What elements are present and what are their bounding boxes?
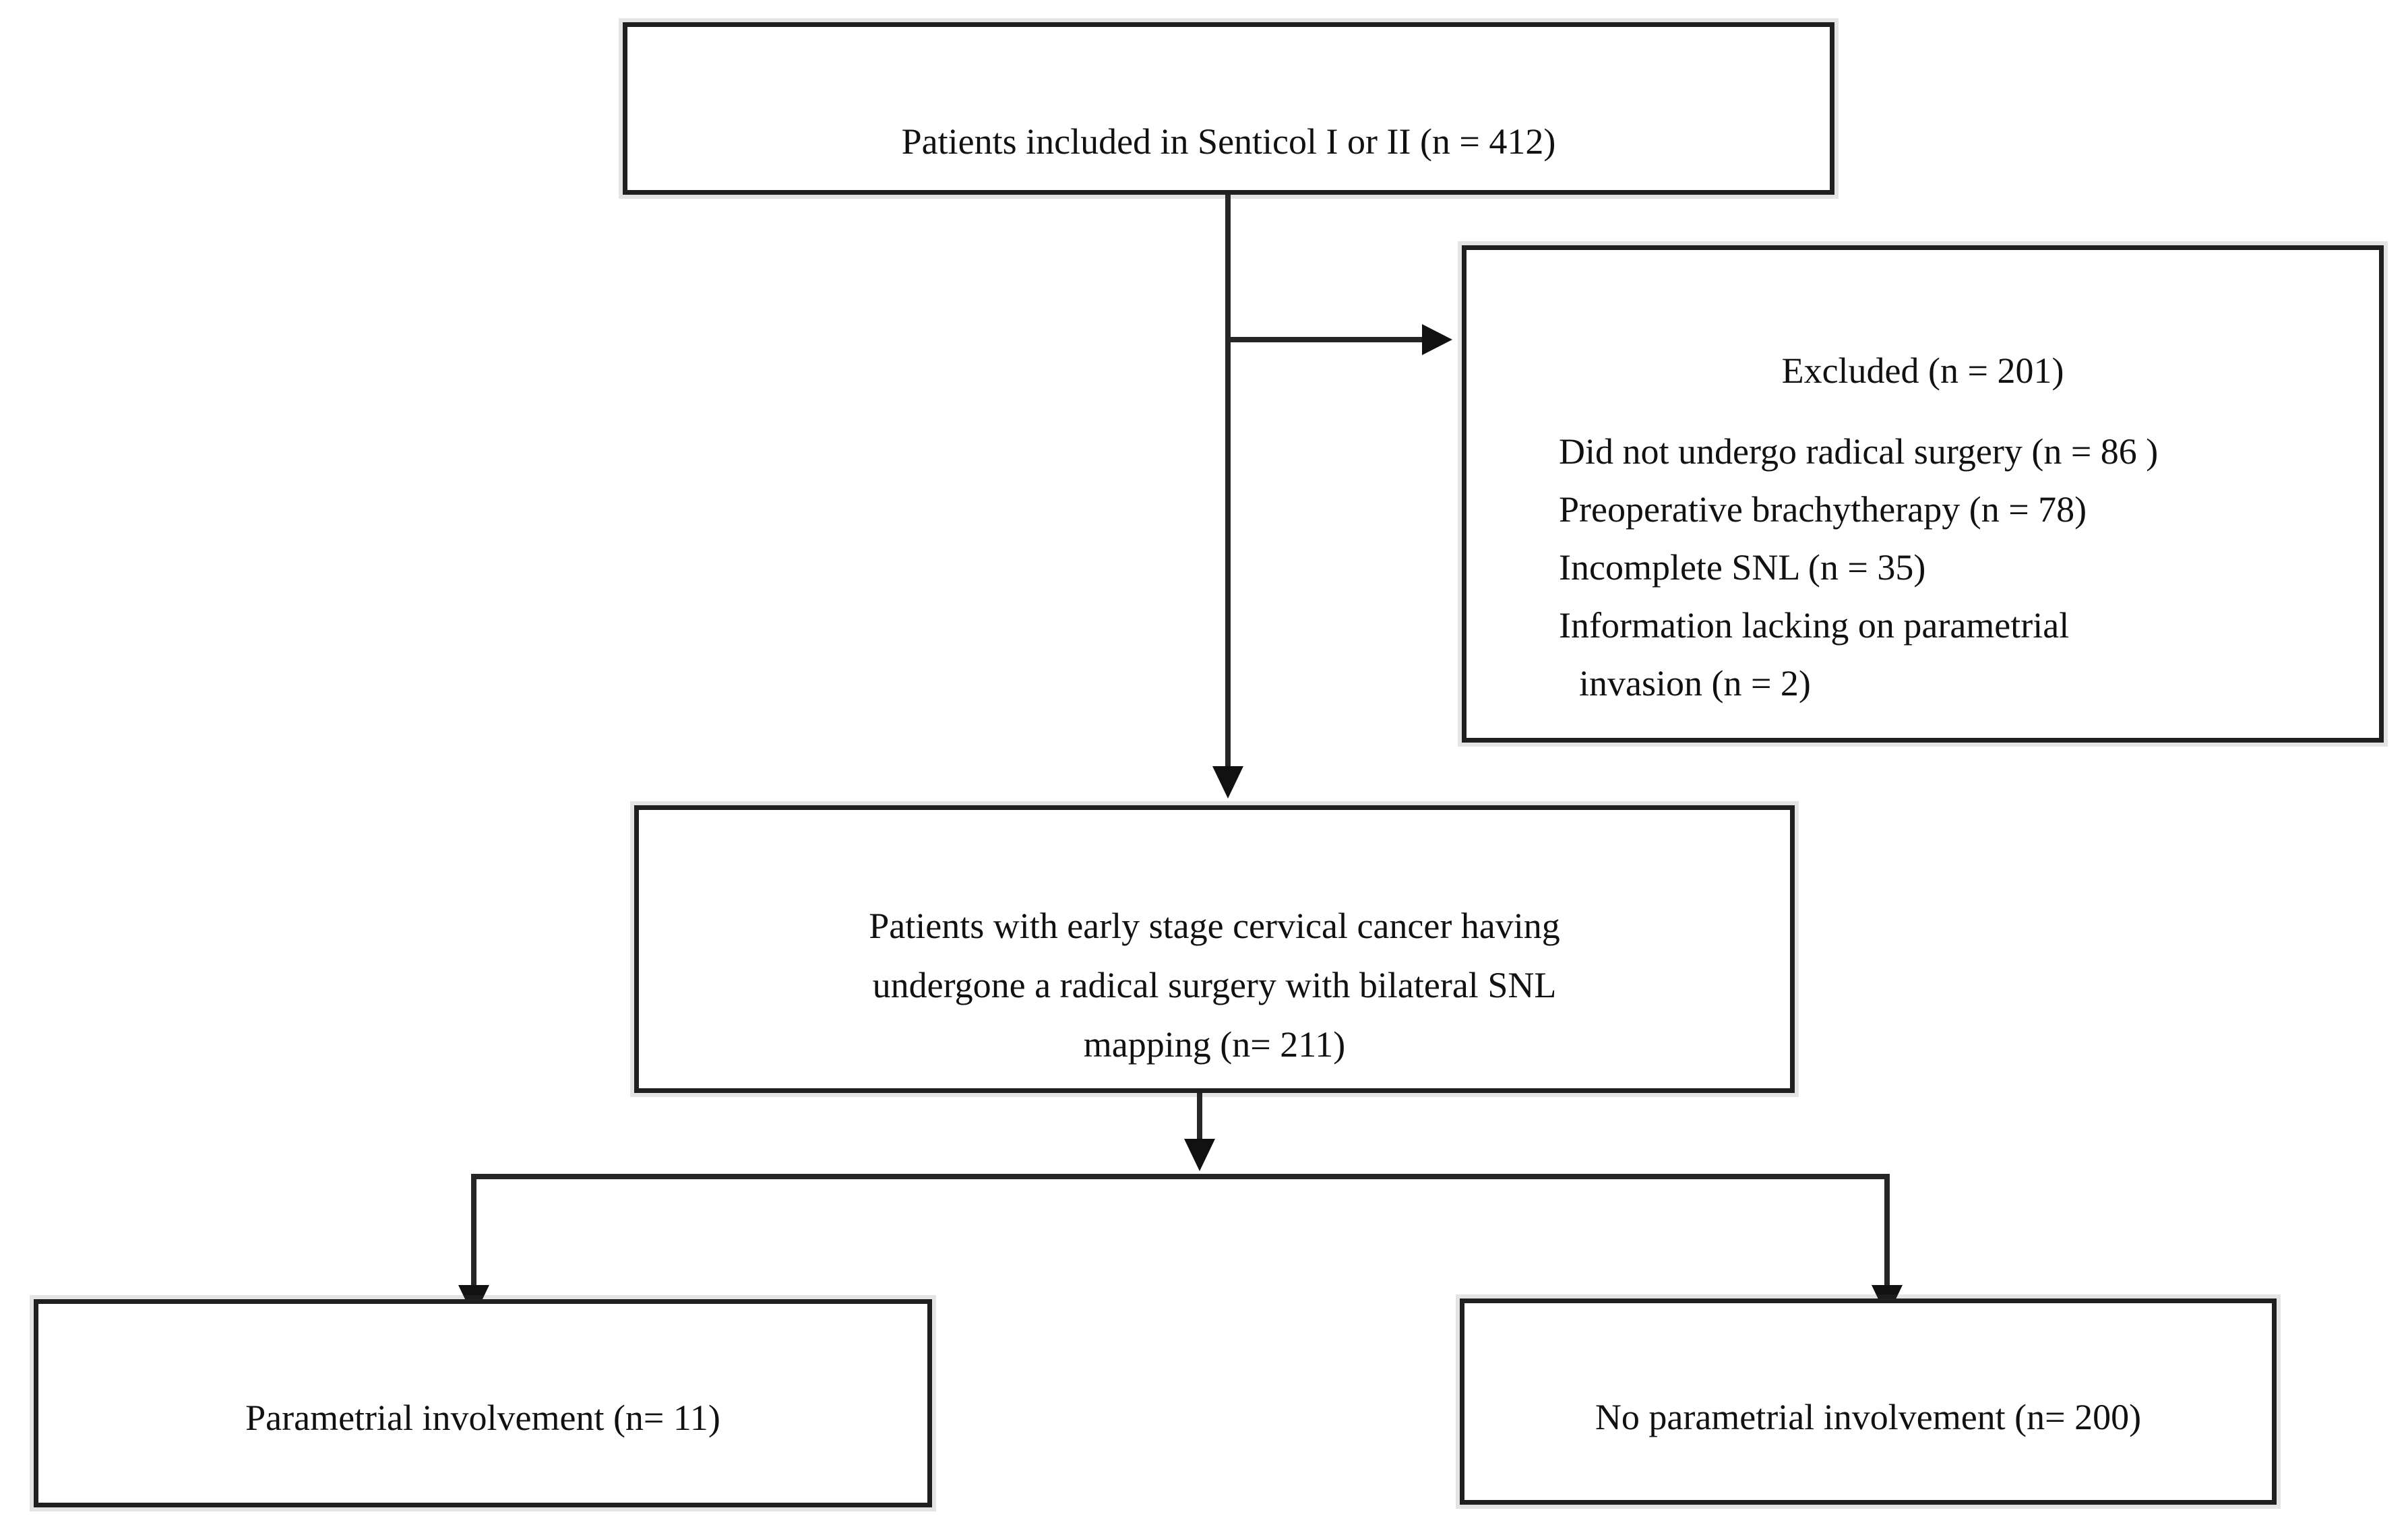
arrow-included-to-cohort-line [1225, 195, 1231, 768]
arrowhead-down-icon [1184, 1139, 1215, 1171]
arrow-split-to-parametrial-line [471, 1174, 476, 1288]
excluded-title: Excluded (n = 201) [1781, 350, 2064, 391]
box-included-patients: Patients included in Senticol I or II (n… [623, 22, 1834, 195]
arrowhead-down-icon [1212, 766, 1243, 799]
box-excluded: Excluded (n = 201) Did not undergo radic… [1462, 245, 2384, 743]
excluded-item: Did not undergo radical surgery (n = 86 … [1559, 431, 2159, 472]
excluded-item: Preoperative brachytherapy (n = 78) [1559, 489, 2087, 530]
arrow-cohort-to-split-line [1197, 1093, 1202, 1141]
cohort-label-line: mapping (n= 211) [1083, 1024, 1346, 1065]
excluded-item: Incomplete SNL (n = 35) [1559, 547, 1926, 588]
arrow-split-to-no-parametrial-line [1884, 1174, 1890, 1288]
excluded-item-continuation: invasion (n = 2) [1579, 663, 1811, 703]
cohort-label-line: undergone a radical surgery with bilater… [872, 965, 1557, 1005]
cohort-label-line: Patients with early stage cervical cance… [869, 906, 1560, 946]
box-no-parametrial-involvement: No parametrial involvement (n= 200) [1460, 1299, 2277, 1505]
arrowhead-right-icon [1422, 324, 1452, 355]
arrow-branch-to-excluded-line [1228, 337, 1422, 342]
box-eligible-cohort: Patients with early stage cervical cance… [634, 805, 1795, 1093]
split-bar [474, 1174, 1887, 1179]
excluded-item: Information lacking on parametrial [1559, 605, 2070, 646]
included-patients-label: Patients included in Senticol I or II (n… [901, 121, 1556, 162]
box-parametrial-involvement: Parametrial involvement (n= 11) [34, 1299, 932, 1507]
parametrial-involvement-label: Parametrial involvement (n= 11) [245, 1398, 720, 1438]
no-parametrial-involvement-label: No parametrial involvement (n= 200) [1595, 1397, 2142, 1437]
